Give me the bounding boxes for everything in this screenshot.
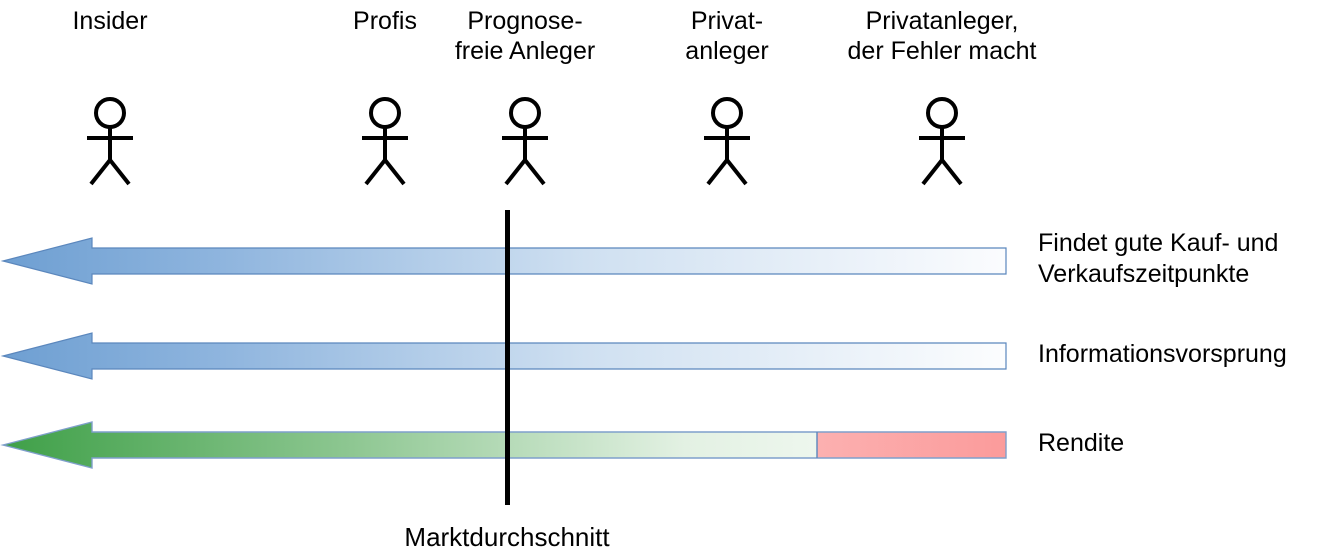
arrow-information [0, 331, 1008, 381]
red-segment [817, 432, 1006, 458]
arrow-label-information: Informationsvorsprung [1038, 340, 1287, 368]
arrow-label-timing: Findet gute Kauf- und Verkaufszeitpunkte [1038, 229, 1279, 288]
stick-figure-icon-insider [78, 96, 142, 186]
stick-figure-icon-privatanleger [695, 96, 759, 186]
stick-figure-icon-prognosefreie-anleger [493, 96, 557, 186]
arrow-timing [0, 236, 1008, 286]
column-label-privatanleger-fehler: Privatanleger, der Fehler macht [847, 7, 1037, 65]
market-average-line [505, 210, 510, 505]
market-average-caption: Marktdurchschnitt [404, 522, 610, 552]
column-label-prognosefreie-anleger: Prognose- freie Anleger [454, 7, 596, 65]
column-label-profis: Profis [353, 7, 417, 35]
arrow-rendite [0, 420, 1008, 470]
column-label-insider: Insider [72, 7, 148, 35]
stick-figure-icon-privatanleger-fehler [910, 96, 974, 186]
green-segment [3, 422, 817, 468]
column-label-privatanleger: Privat- anleger [685, 7, 769, 65]
stick-figure-icon-profis [353, 96, 417, 186]
arrow-label-rendite: Rendite [1038, 429, 1125, 457]
